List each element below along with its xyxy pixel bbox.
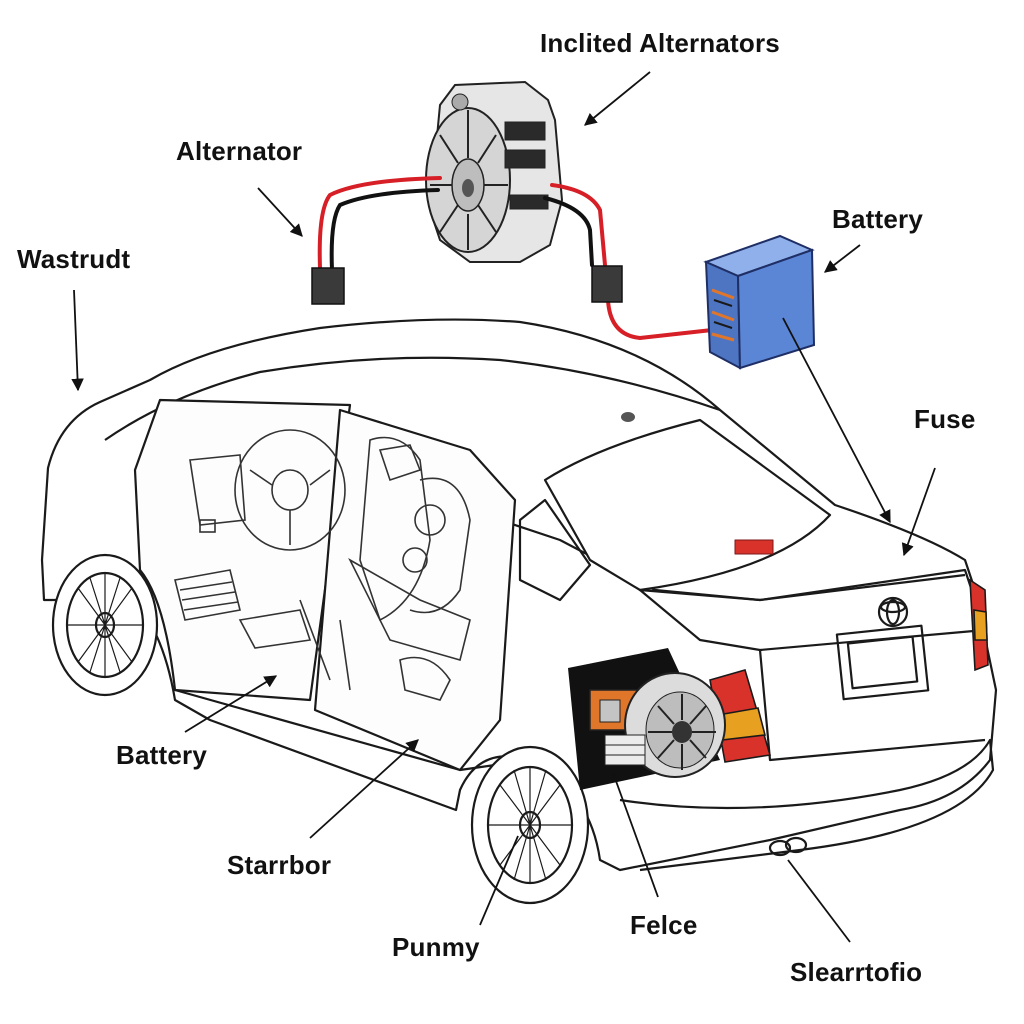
label-alternator: Alternator [176,136,303,166]
alternator-unit-icon [425,80,564,263]
label-punmy: Punmy [392,932,480,962]
leader-felce [611,769,659,898]
leader-inclited-alternators [584,71,651,126]
alternator-wires [317,176,714,341]
leader-battery-top [824,244,861,273]
car-body [40,318,998,872]
leader-alternator [257,187,303,237]
right-terminal-icon [591,265,623,303]
leader-slearrtofio [787,859,851,943]
rear-wheel [470,745,590,905]
label-felce: Felce [630,910,698,940]
label-battery-top: Battery [832,204,923,234]
steering-wheel [234,429,346,551]
leader-punmy [479,835,519,926]
label-wastrudt: Wastrudt [17,244,131,274]
label-fuse: Fuse [914,404,976,434]
front-wheel [51,553,159,697]
leader-wastrudt [71,289,84,392]
left-terminal-icon [311,267,345,305]
leader-fuse [901,467,936,557]
label-battery-bottom: Battery [116,740,207,770]
battery-box-icon [703,234,816,370]
leader-lines [71,71,936,943]
leader-starrbor [309,739,419,839]
label-inclited-alternators: Inclited Alternators [540,28,780,58]
brand-emblem [877,596,909,628]
leader-battery-bottom [184,675,278,733]
label-slearrtofio: Slearrtofio [790,957,923,987]
rear-engine-unit-icon [568,648,726,790]
license-plate [835,624,930,701]
car-interior [174,429,471,701]
label-starrbor: Starrbor [227,850,332,880]
exhaust-pipe [768,839,792,857]
leader-battery-to-fuse [782,317,891,524]
